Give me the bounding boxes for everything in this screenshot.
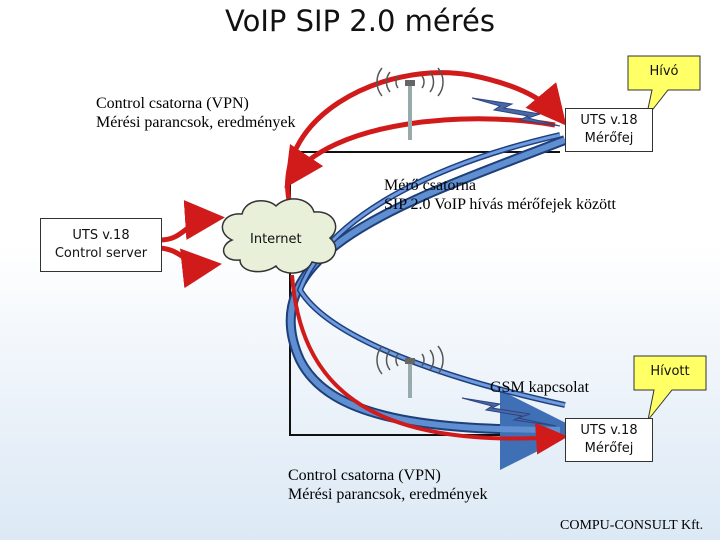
internet-cloud (221, 198, 337, 274)
control-arrow-left-down (159, 245, 222, 289)
control-channel-bottom-line1: Control csatorna (VPN) (288, 467, 441, 484)
lightning-icon-top (471, 97, 561, 127)
control-arrow-top-return (284, 116, 556, 189)
callee-callout (633, 355, 707, 421)
probe-bottom-line1: UTS v.18 (580, 423, 638, 438)
probe-top-line1: UTS v.18 (580, 113, 638, 128)
control-server-line2: Control server (54, 246, 148, 261)
gsm-connection-label: GSM kapcsolat (490, 379, 590, 396)
control-channel-top-label: Control csatorna (VPN) Mérési parancsok,… (96, 94, 295, 132)
control-server-box: UTS v.18 Control server (40, 218, 162, 272)
antenna-icon-bottom (376, 345, 444, 398)
measure-channel-label: Mérő csatorna SIP 2.0 VoIP hívás mérőfej… (384, 176, 616, 214)
antenna-icon-top (376, 67, 444, 140)
internet-label: Internet (250, 232, 302, 247)
callee-label: Hívott (650, 364, 690, 379)
measure-channel-line2: SIP 2.0 VoIP hívás mérőfejek között (384, 196, 616, 213)
probe-top-line2: Mérőfej (584, 131, 634, 146)
control-channel-bottom-line2: Mérési parancsok, eredmények (288, 486, 488, 503)
probe-bottom-box: UTS v.18 Mérőfej (565, 418, 653, 462)
control-channel-top-line2: Mérési parancsok, eredmények (96, 114, 296, 131)
probe-top-box: UTS v.18 Mérőfej (565, 108, 653, 152)
control-channel-bottom-label: Control csatorna (VPN) Mérési parancsok,… (288, 466, 487, 504)
caller-label: Hívó (649, 64, 679, 79)
caller-callout (627, 55, 701, 119)
control-arrow-bottom (290, 274, 568, 455)
page-title: VoIP SIP 2.0 mérés (225, 4, 495, 38)
control-arrow-left-up (159, 200, 225, 243)
measure-channel-line1: Mérő csatorna (384, 177, 476, 194)
probe-bottom-line2: Mérőfej (584, 441, 634, 456)
control-server-line1: UTS v.18 (72, 228, 130, 243)
measure-arrow-up-fill (298, 133, 566, 407)
link-line-bottom (289, 260, 560, 436)
lightning-icon-bottom (461, 397, 557, 427)
control-channel-top-line1: Control csatorna (VPN) (96, 95, 249, 112)
footer-company: COMPU-CONSULT Kft. (560, 518, 704, 533)
measure-arrow-down-fill (287, 137, 567, 433)
